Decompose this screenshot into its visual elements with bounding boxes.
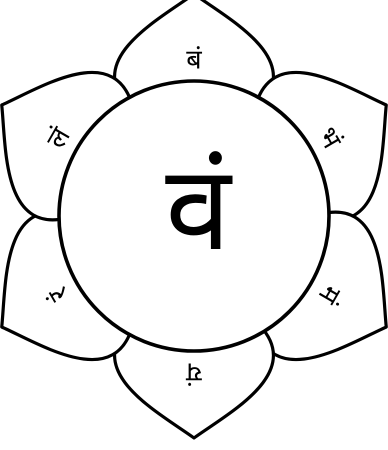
center-syllable: वं — [165, 139, 233, 277]
petal-syllable: यं — [185, 357, 202, 388]
petal-syllable: बं — [186, 45, 202, 76]
